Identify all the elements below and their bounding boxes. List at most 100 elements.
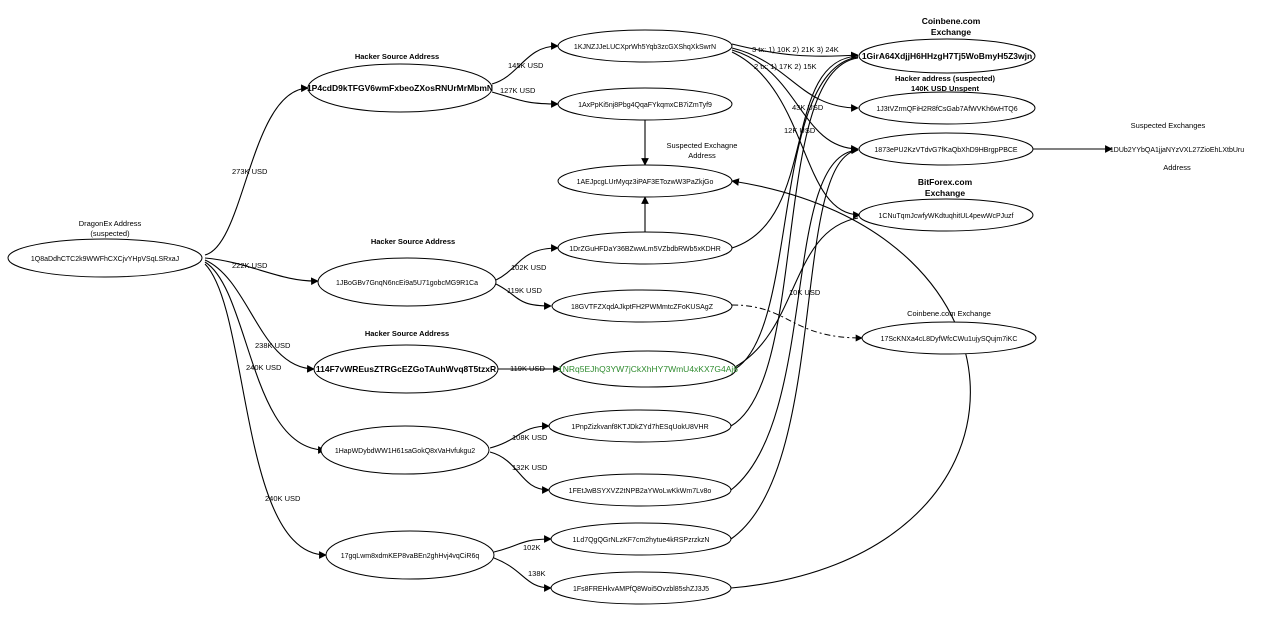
node-1873-label: 1873ePU2KzVTdvG7fKaQbXhD9HBrgpPBCE [874,147,1018,154]
dragonex-title: DragonEx Address [79,219,142,228]
edge-dragonex-src1 [204,84,309,256]
node-src1-label: 1P4cdD9kTFGV6wmFxbeoZXosRNUrMrMbmN [307,83,493,93]
edge-src1-1axp [491,91,559,108]
node-1kjn[interactable]: 1KJNZJJeLUCXprWh5Yqb3zcGXShqXkSwrN [557,29,733,63]
coinbene-header-line2: Exchange [931,27,971,37]
node-1cnu[interactable]: 1CNuTqmJcwfyWKdtuqhitUL4pewWcPJuzf [858,198,1034,232]
label-119k-a: 119K USD [507,286,542,295]
node-src1[interactable]: 1P4cdD9kTFGV6wmFxbeoZXosRNUrMrMbmN [307,63,493,113]
edge-labels: 273K USD 222K USD 238K USD 240K USD 240K… [232,45,839,578]
suspected-exchange-line1: Suspected Exchagne [667,141,738,150]
hacker-suspected-line1: Hacker address (suspected) [895,74,996,83]
dragonex-subtitle: (suspected) [90,229,130,238]
node-1fs8-label: 1Fs8FREHkvAMPfQ8Woi5Ovzbl85shZJ3J5 [573,586,709,593]
node-1pnp-label: 1PnpZizkvanf8KTJDkZYd7hESqUokU8VHR [571,424,708,431]
hacker-source-header-1: Hacker Source Address [355,52,439,61]
coinbene-exchange-caption: Coinbene.com Exchange [907,309,991,318]
label-240k-b: 240K USD [265,494,301,503]
label-102k: 102K [523,543,541,552]
edge-17gq-1fs8 [493,557,552,592]
edge-1ld7-1873 [730,149,859,540]
node-hap[interactable]: 1HapWDybdWW1H61saGokQ8xVaHvfukgu2 [320,425,490,475]
edges [204,42,1113,592]
label-127k: 127K USD [500,86,536,95]
node-1kjn-label: 1KJNZJJeLUCXprWh5Yqb3zcGXShqXkSwrN [574,44,716,51]
edge-1kjn-1cnu [731,51,861,219]
bitforex-header-line1: BitForex.com [918,177,973,187]
node-1nrq[interactable]: 1NRq5EJhQ3YW7jCkXhHY7WmU4xKX7G4Aj6 [558,350,738,388]
node-1aej-label: 1AEJpcgLUrMyqz3iPAF3ETozwW3PaZkjGo [577,179,714,186]
node-1axp-label: 1AxPpKi5nj8Pbg4QqaFYkqmxCB7iZmTyf9 [578,102,712,109]
node-1ld7-label: 1Ld7QgQGrNLzKF7cm2hytue4kRSPzrzkzN [573,537,710,544]
node-src3-label: 114F7vWREusZTRGcEZGoTAuhWvq8T5tzxR [316,364,496,374]
node-1aej[interactable]: 1AEJpcgLUrMyqz3iPAF3ETozwW3PaZkjGo [557,164,733,198]
node-18gv-label: 18GVTFZXqdAJkptFH2PWMmtcZFoKUSAgZ [571,304,714,311]
edge-src2-18gv [495,283,552,310]
node-1drz[interactable]: 1DrZGuHFDaY36BZwwLm5VZbdbRWb5xKDHR [557,231,733,265]
label-108k: 108K USD [512,433,548,442]
edge-hap-1fet [489,451,550,494]
node-17gq[interactable]: 17gqLwm8xdmKEP8vaBEn2ghHvj4vqCiR6q [325,530,495,580]
label-222k: 222K USD [232,261,268,270]
label-240k-a: 240K USD [246,363,282,372]
edge-dragonex-src3 [204,259,315,373]
edge-1fet-1873 [730,146,859,491]
node-1dub-label: 1DUb2YYbQA1jjaNYzVXL27ZioEhLXtbUru [1110,147,1244,154]
node-1873[interactable]: 1873ePU2KzVTdvG7fKaQbXhD9HBrgpPBCE [858,132,1034,166]
label-10k: 10K USD [789,288,821,297]
node-1ld7[interactable]: 1Ld7QgQGrNLzKF7cm2hytue4kRSPzrzkzN [550,522,732,556]
suspected-exchange-line2: Address [688,151,716,160]
label-12k: 12K USD [784,126,816,135]
hacker-source-header-3: Hacker Source Address [365,329,449,338]
hacker-source-header-2: Hacker Source Address [371,237,455,246]
node-1dub[interactable]: 1DUb2YYbQA1jjaNYzVXL27ZioEhLXtbUru [1110,135,1244,163]
node-1axp[interactable]: 1AxPpKi5nj8Pbg4QqaFYkqmxCB7iZmTyf9 [557,87,733,121]
edge-17gq-1ld7 [493,535,552,553]
label-238k: 238K USD [255,341,291,350]
node-1nrq-label: 1NRq5EJhQ3YW7jCkXhHY7WmU4xKX7G4Aj6 [558,364,738,374]
node-src3[interactable]: 114F7vWREusZTRGcEZGoTAuhWvq8T5tzxR [313,344,499,394]
label-43k: 43K USD [792,103,824,112]
bitforex-header-line2: Exchange [925,188,965,198]
node-src2-label: 1JBoGBv7GnqN6ncEi9a5U71gobcMG9R1Ca [336,280,478,287]
edge-1kjn-1j3t [731,47,859,112]
nodes: 1Q8aDdhCTC2k9WWFhCXCjvYHpVSqLSRxaJ 1P4cd… [7,29,1244,605]
label-138k: 138K [528,569,546,578]
node-1pnp[interactable]: 1PnpZizkvanf8KTJDkZYd7hESqUokU8VHR [548,409,732,443]
node-1fet[interactable]: 1FEtJwBSYXVZ2tNPB2aYWoLwKkWm7Lv8o [548,473,732,507]
label-102k-usd: 102K USD [511,263,547,272]
node-17gq-label: 17gqLwm8xdmKEP8vaBEn2ghHvj4vqCiR6q [341,553,480,560]
edge-1kjn-1gir [731,43,859,60]
label-132k: 132K USD [512,463,548,472]
node-src2[interactable]: 1JBoGBv7GnqN6ncEi9a5U71gobcMG9R1Ca [317,257,497,307]
node-dragonex-label: 1Q8aDdhCTC2k9WWFhCXCjvYHpVSqLSRxaJ [31,256,179,263]
edge-src2-1drz [495,244,559,281]
address-caption: Address [1163,163,1191,172]
label-145k: 145K USD [508,61,544,70]
edge-src1-1kjn [491,42,559,85]
coinbene-header-line1: Coinbene.com [922,16,981,26]
hacker-suspected-line2: 140K USD Unspent [911,84,979,93]
node-1fs8[interactable]: 1Fs8FREHkvAMPfQ8Woi5Ovzbl85shZJ3J5 [550,571,732,605]
edge-18gv-17sc-dashed [731,304,863,342]
node-hap-label: 1HapWDybdWW1H61saGokQ8xVaHvfukgu2 [335,448,475,455]
label-3tx: 3 tx: 1) 10K 2) 21K 3) 24K [752,45,839,54]
node-dragonex[interactable]: 1Q8aDdhCTC2k9WWFhCXCjvYHpVSqLSRxaJ [7,238,203,278]
node-18gv[interactable]: 18GVTFZXqdAJkptFH2PWMmtcZFoKUSAgZ [551,289,733,323]
edge-1fs8-1aej [730,178,971,589]
node-1gir[interactable]: 1GirA64XdjjH6HHzgH7Tj5WoBmyH5Z3wjn [858,38,1036,74]
node-17sc[interactable]: 17ScKNXa4cL8DyfWfcCWu1ujySQujm7iKC [861,321,1037,355]
node-1fet-label: 1FEtJwBSYXVZ2tNPB2aYWoLwKkWm7Lv8o [569,488,712,495]
node-17sc-label: 17ScKNXa4cL8DyfWfcCWu1ujySQujm7iKC [881,336,1018,343]
edge-1nrq-1gir [734,56,859,370]
edge-1pnp-1gir [730,57,859,427]
edge-dragonex-src2 [204,257,319,286]
node-1j3t[interactable]: 1J3tVZrmQFiH2R8fCsGab7AfWVKh6wHTQ6 [858,91,1036,125]
edge-hap-1pnp [489,422,550,449]
label-2tx: 2 tx: 1) 17K 2) 15K [754,62,817,71]
node-1cnu-label: 1CNuTqmJcwfyWKdtuqhitUL4pewWcPJuzf [879,213,1014,220]
node-1gir-label: 1GirA64XdjjH6HHzgH7Tj5WoBmyH5Z3wjn [862,51,1032,61]
edge-1drz-1gir [731,55,859,249]
edge-1kjn-1873 [731,49,859,153]
